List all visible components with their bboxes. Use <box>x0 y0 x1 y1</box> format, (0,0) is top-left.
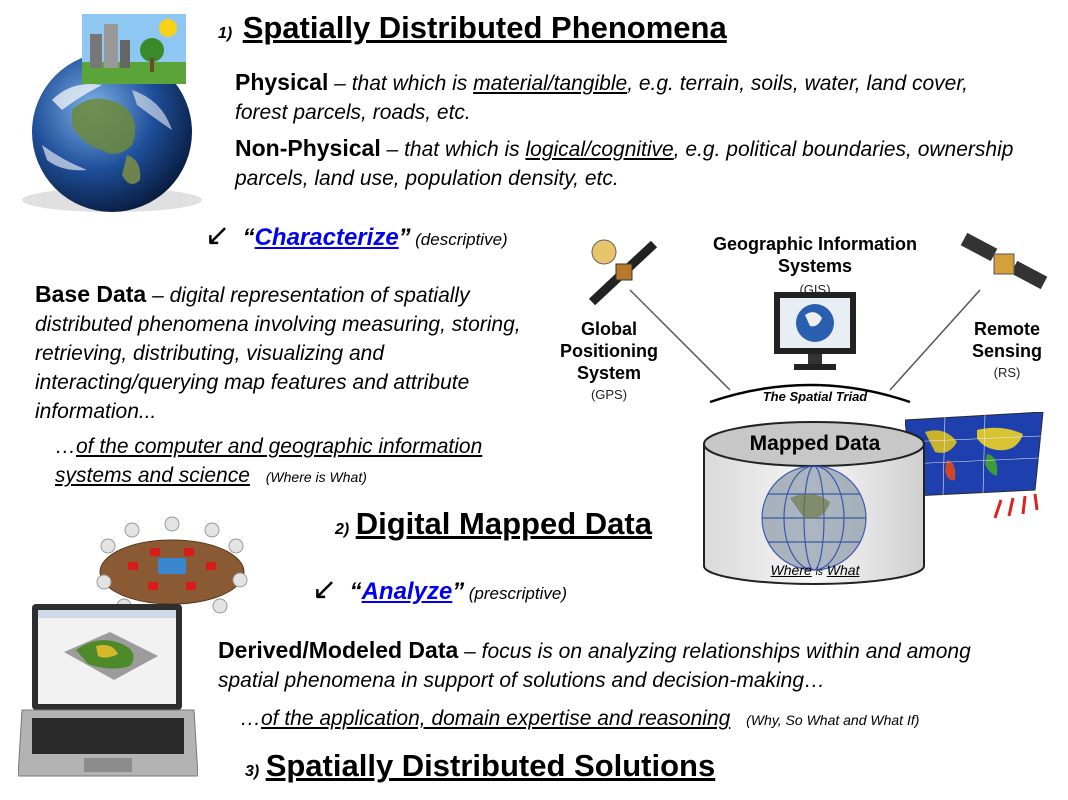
nonphysical-post: , e.g. political boundaries, ownership p… <box>235 138 1014 190</box>
base-data-sub-note: (Where is What) <box>265 469 367 485</box>
gis-label: Geographic Information Systems (GIS) <box>690 233 940 301</box>
spatial-triad-lines <box>629 289 981 404</box>
base-data-definition: Base Data – digital representation of sp… <box>35 280 545 426</box>
derived-data-sub-text: of the application, domain expertise and… <box>261 707 731 730</box>
rs-label: Remote Sensing (RS) <box>955 318 1059 384</box>
analyze-close-quote: ” <box>452 578 465 605</box>
section-2-heading: 2) Digital Mapped Data <box>335 506 652 542</box>
physical-definition: Physical – that which is material/tangib… <box>235 68 1025 127</box>
nonphysical-key: logical/cognitive <box>525 138 674 161</box>
nonphysical-definition: Non-Physical – that which is logical/cog… <box>235 134 1025 193</box>
city-park-icon <box>82 14 186 84</box>
gps-abbr: (GPS) <box>590 387 628 402</box>
where-is-what: Where is What <box>740 562 890 578</box>
rs-name: Remote Sensing <box>971 319 1042 361</box>
mapped-data-cylinder <box>703 421 925 585</box>
characterize-row: ↙ “Characterize” (descriptive) <box>205 218 508 253</box>
section-1-title: Spatially Distributed Phenomena <box>242 10 727 45</box>
section-1-number: 1) <box>218 25 233 42</box>
rs-abbr: (RS) <box>993 365 1021 380</box>
derived-data-ellipsis: … <box>240 707 261 730</box>
mapped-data-title: Mapped Data <box>749 432 881 455</box>
down-left-arrow-icon: ↙ <box>205 219 231 252</box>
physical-term: Physical <box>235 69 329 95</box>
physical-post: , e.g. terrain, soils, water, land cover… <box>235 72 969 124</box>
base-data-sub-text: of the computer and geographic informati… <box>55 435 483 487</box>
base-data-dash: – <box>146 284 170 307</box>
characterize-link[interactable]: Characterize <box>254 224 399 251</box>
physical-dash: – <box>328 72 352 95</box>
nonphysical-term: Non-Physical <box>235 135 381 161</box>
analyze-row: ↙ “Analyze” (prescriptive) <box>312 572 567 607</box>
characterize-label: “Characterize” <box>243 224 411 251</box>
where-label: Where <box>770 562 812 578</box>
analyze-open-quote: “ <box>349 578 362 605</box>
gis-abbr: (GIS) <box>799 282 831 297</box>
physical-pre: that which is <box>351 72 474 95</box>
base-data-ellipsis: … <box>55 435 76 458</box>
characterize-note: (descriptive) <box>415 230 508 249</box>
nonphysical-dash: – <box>380 138 405 161</box>
section-1-heading: 1) Spatially Distributed Phenomena <box>218 10 727 46</box>
derived-data-sub-note: (Why, So What and What If) <box>746 712 920 728</box>
analyze-note: (prescriptive) <box>468 584 567 603</box>
section-3-heading: 3) Spatially Distributed Solutions <box>245 748 715 784</box>
nonphysical-pre: that which is <box>404 138 526 161</box>
gps-label: Global Positioning System (GPS) <box>548 318 670 406</box>
analyze-link[interactable]: Analyze <box>361 578 453 605</box>
derived-data-dash: – <box>458 640 482 663</box>
gis-name: Geographic Information Systems <box>712 234 917 276</box>
section-3-number: 3) <box>245 763 260 780</box>
base-data-text: digital representation of spatially dist… <box>35 284 521 423</box>
analyze-label: “Analyze” <box>350 578 465 605</box>
derived-data-term: Derived/Modeled Data <box>218 637 459 663</box>
gps-name: Global Positioning System <box>560 319 658 383</box>
spatial-triad-caption: The Spatial Triad <box>762 389 868 404</box>
what-label: What <box>826 562 860 578</box>
computer-monitor-icon <box>774 292 856 370</box>
section-3-title: Spatially Distributed Solutions <box>265 748 716 783</box>
laptop-icon <box>18 604 198 777</box>
is-label: is <box>815 567 823 578</box>
derived-data-sub: …of the application, domain expertise an… <box>240 704 1060 735</box>
down-left-arrow-icon: ↙ <box>312 573 338 606</box>
characterize-close-quote: ” <box>398 224 411 251</box>
derived-data-definition: Derived/Modeled Data – focus is on analy… <box>218 636 1018 695</box>
section-2-title: Digital Mapped Data <box>355 506 652 541</box>
base-data-sub: …of the computer and geographic informat… <box>55 432 555 492</box>
base-data-term: Base Data <box>35 281 147 307</box>
satellite-rs-icon <box>960 232 1048 290</box>
derived-data-text: focus is on analyzing relationships with… <box>218 640 971 692</box>
satellite-gps-icon <box>588 239 658 306</box>
earth-globe-icon <box>22 52 202 212</box>
characterize-open-quote: “ <box>242 224 255 251</box>
world-map-icon <box>905 412 1044 519</box>
physical-key: material/tangible <box>473 72 628 95</box>
meeting-table-icon <box>96 516 248 614</box>
section-2-number: 2) <box>335 521 350 538</box>
